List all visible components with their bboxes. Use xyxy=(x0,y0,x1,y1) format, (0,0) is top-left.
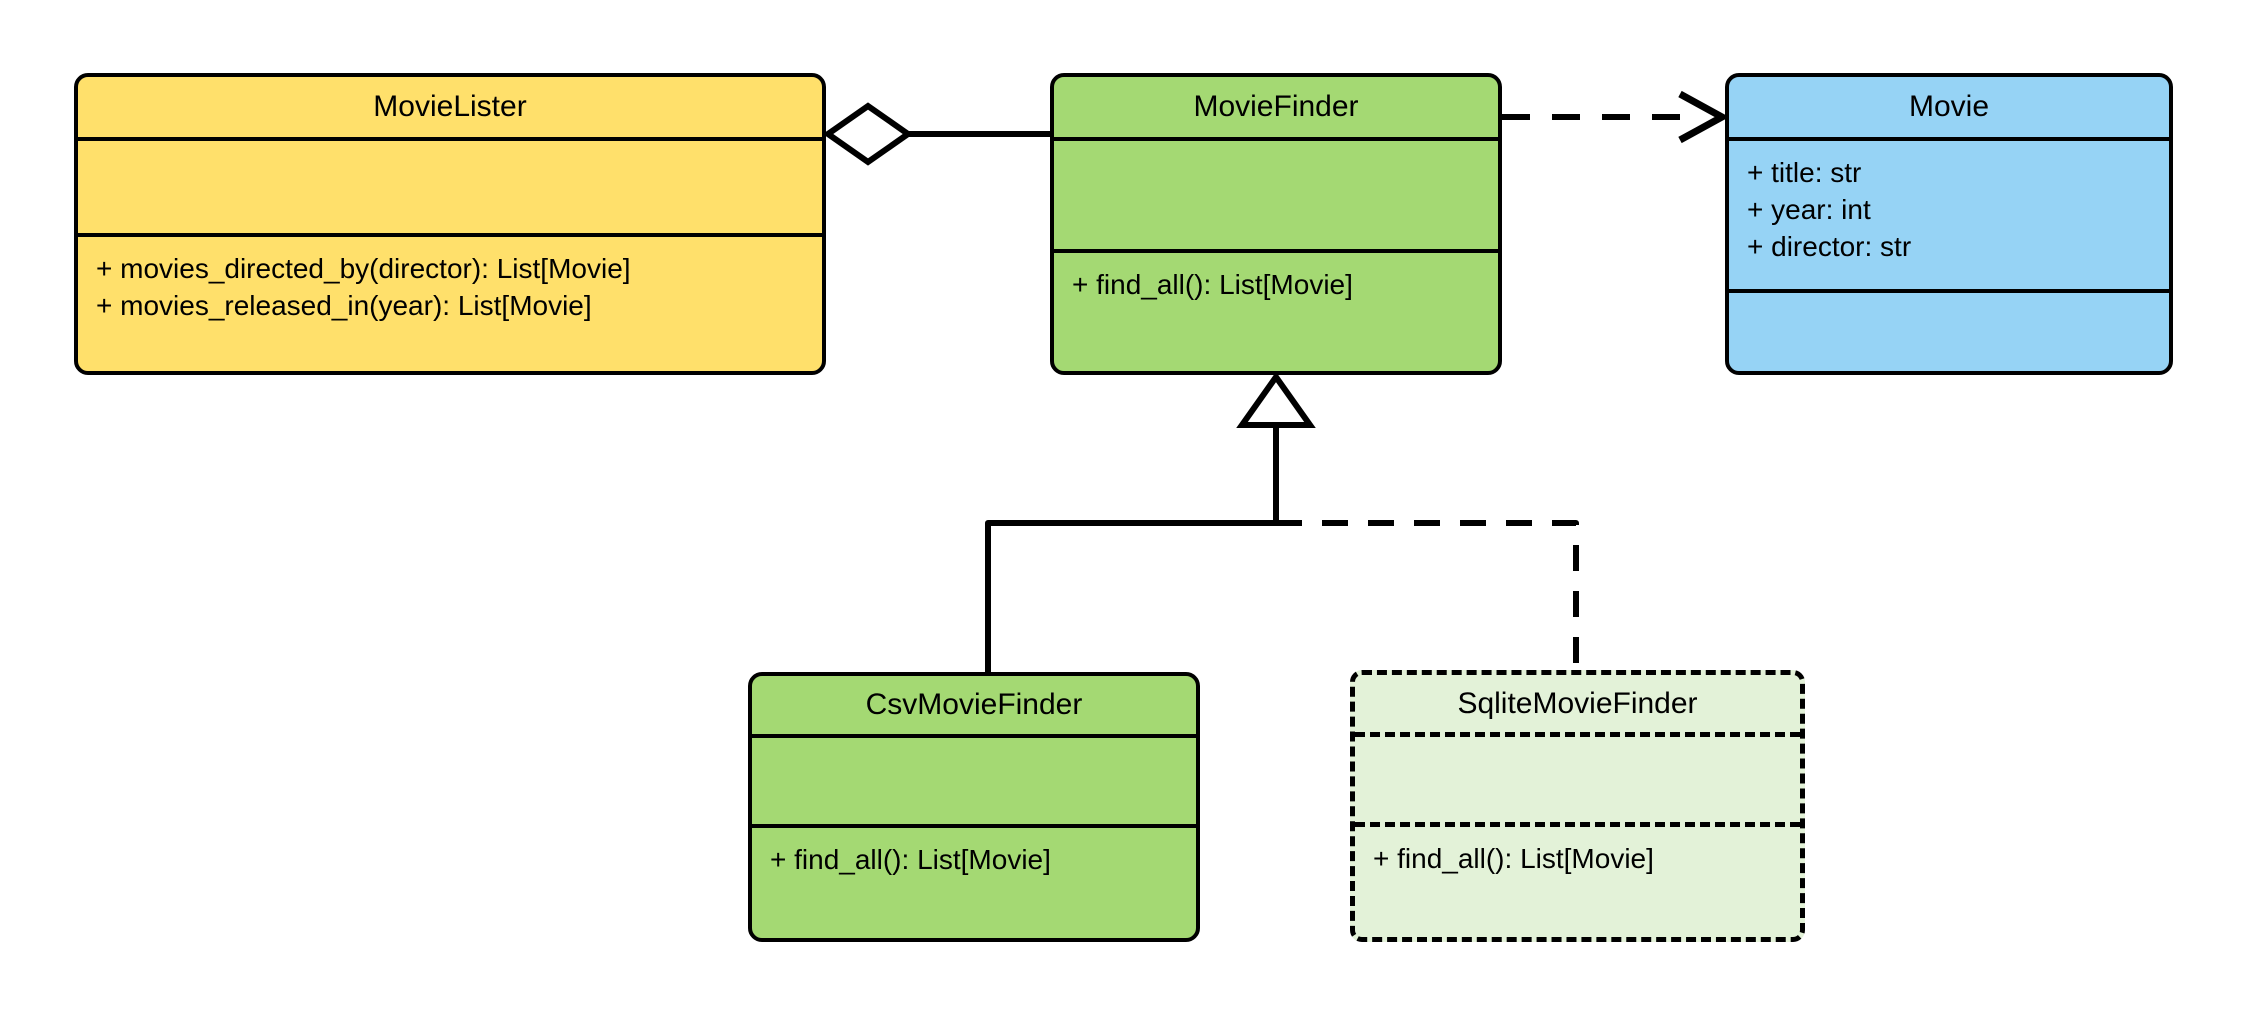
class-operations-sqlite-movie-finder: + find_all(): List[Movie] xyxy=(1355,827,1800,937)
class-name-movie: Movie xyxy=(1729,77,2169,141)
class-attributes-movie-finder xyxy=(1054,141,1498,253)
operation-item: + movies_directed_by(director): List[Mov… xyxy=(96,253,631,284)
class-box-sqlite-movie-finder[interactable]: SqliteMovieFinder + find_all(): List[Mov… xyxy=(1350,670,1805,942)
operation-item: + find_all(): List[Movie] xyxy=(1072,269,1353,300)
operation-item: + find_all(): List[Movie] xyxy=(770,844,1051,875)
attribute-item: + title: str xyxy=(1747,157,1862,188)
class-name-movie-finder: MovieFinder xyxy=(1054,77,1498,141)
class-attributes-csv-movie-finder xyxy=(752,738,1196,828)
class-box-movie-finder[interactable]: MovieFinder + find_all(): List[Movie] xyxy=(1050,73,1502,375)
class-attributes-movie-lister xyxy=(78,141,822,237)
open-arrow-marker xyxy=(1678,90,1730,144)
hollow-triangle-marker xyxy=(1236,371,1316,428)
class-operations-csv-movie-finder: + find_all(): List[Movie] xyxy=(752,828,1196,938)
class-name-sqlite-movie-finder: SqliteMovieFinder xyxy=(1355,675,1800,737)
generalization-branch-csv xyxy=(985,520,1276,672)
hollow-diamond-marker xyxy=(822,102,914,166)
class-box-movie-lister[interactable]: MovieLister + movies_directed_by(directo… xyxy=(74,73,826,375)
class-operations-movie-finder: + find_all(): List[Movie] xyxy=(1054,253,1498,371)
attribute-item: + year: int xyxy=(1747,193,1871,225)
class-box-movie[interactable]: Movie + title: str + year: int + directo… xyxy=(1725,73,2173,375)
operation-item: + movies_released_in(year): List[Movie] xyxy=(96,289,592,321)
class-operations-movie xyxy=(1729,293,2169,371)
generalization-branch-sqlite xyxy=(1276,520,1579,670)
class-attributes-movie: + title: str + year: int + director: str xyxy=(1729,141,2169,293)
class-box-csv-movie-finder[interactable]: CsvMovieFinder + find_all(): List[Movie] xyxy=(748,672,1200,942)
edge-aggregation-lister-finder xyxy=(790,102,1050,166)
class-name-csv-movie-finder: CsvMovieFinder xyxy=(752,676,1196,738)
edge-dependency-finder-movie xyxy=(1502,90,1730,144)
operation-item: + find_all(): List[Movie] xyxy=(1373,843,1654,874)
edge-generalization-tree xyxy=(985,371,1579,672)
class-name-movie-lister: MovieLister xyxy=(78,77,822,141)
class-operations-movie-lister: + movies_directed_by(director): List[Mov… xyxy=(78,237,822,371)
attribute-item: + director: str xyxy=(1747,230,1912,262)
class-attributes-sqlite-movie-finder xyxy=(1355,737,1800,827)
